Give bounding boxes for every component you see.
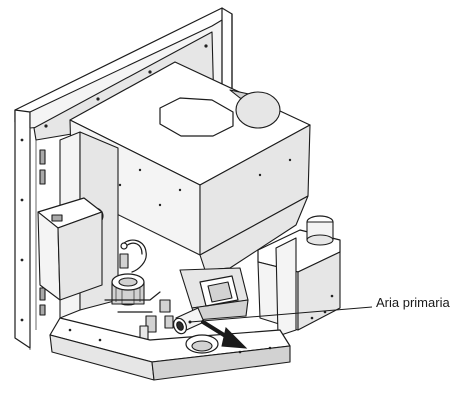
- left-assemblies: [37, 131, 161, 341]
- callout-label-primary-air: Aria primaria: [376, 295, 450, 310]
- combustion-assembly: [159, 267, 249, 335]
- callout-leader: [188, 306, 373, 324]
- airflow-arrow: [201, 320, 248, 349]
- right-assemblies: [257, 215, 341, 337]
- base-platform: [49, 317, 291, 381]
